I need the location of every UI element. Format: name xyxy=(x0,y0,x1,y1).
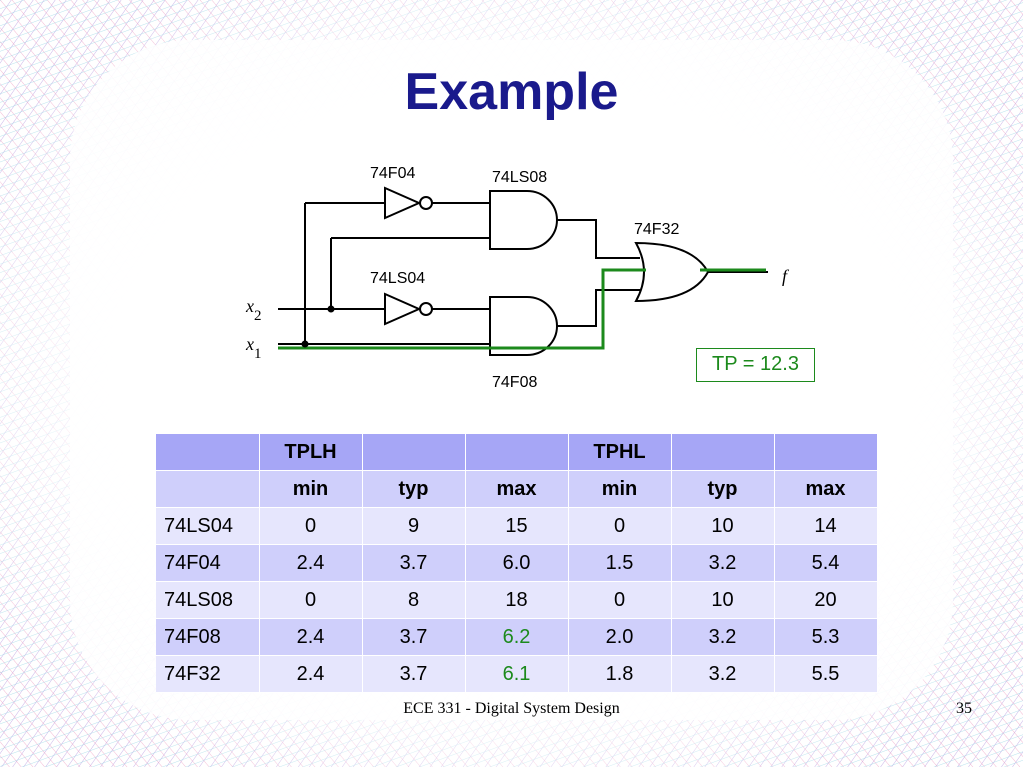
table-cell: 5.3 xyxy=(774,618,878,656)
gate-delay-table: TPLH TPHL min typ max min typ max 74LS04… xyxy=(156,434,878,693)
table-cell: 0 xyxy=(259,581,363,619)
and-gate-bottom xyxy=(489,296,558,356)
label-inv-top: 74F04 xyxy=(370,165,415,182)
wire-and-bottom-out xyxy=(557,289,640,327)
table-cell: 3.2 xyxy=(671,618,775,656)
table-header-cell: TPHL xyxy=(568,434,672,471)
table-row-label: 74F04 xyxy=(156,544,260,582)
table-cell: 0 xyxy=(568,581,672,619)
table-header-cell xyxy=(362,434,466,471)
table-cell: 1.5 xyxy=(568,544,672,582)
inverter-top xyxy=(384,186,422,220)
label-and-top: 74LS08 xyxy=(492,169,547,186)
table-header-row: TPLH TPHL xyxy=(156,434,878,471)
table-row: 74LS08 0 8 18 0 10 20 xyxy=(156,581,878,619)
table-cell: 14 xyxy=(774,507,878,545)
table-cell: 2.4 xyxy=(259,618,363,656)
table-header-cell: typ xyxy=(362,470,466,508)
slide-footer: ECE 331 - Digital System Design xyxy=(403,700,620,717)
or-gate xyxy=(634,241,710,303)
table-cell: 6.0 xyxy=(465,544,569,582)
inverter-bottom xyxy=(384,292,422,326)
table-row: 74F32 2.4 3.7 6.1 1.8 3.2 5.5 xyxy=(156,655,878,693)
output-label: f xyxy=(782,266,790,286)
table-header-cell xyxy=(156,470,260,508)
table-cell: 20 xyxy=(774,581,878,619)
table-header-cell: TPLH xyxy=(259,434,363,471)
propagation-delay-box: TP = 12.3 xyxy=(696,348,815,382)
table-cell: 1.8 xyxy=(568,655,672,693)
table-row-label: 74F08 xyxy=(156,618,260,656)
wire-and-top-out xyxy=(557,219,640,259)
table-cell: 3.7 xyxy=(362,544,466,582)
table-subheader-row: min typ max min typ max xyxy=(156,470,878,508)
table-cell: 9 xyxy=(362,507,466,545)
table-row-label: 74LS08 xyxy=(156,581,260,619)
table-cell: 10 xyxy=(671,581,775,619)
table-cell: 0 xyxy=(259,507,363,545)
page-number: 35 xyxy=(956,700,972,717)
table-header-cell: typ xyxy=(671,470,775,508)
table-cell: 10 xyxy=(671,507,775,545)
table-cell: 5.4 xyxy=(774,544,878,582)
slide-title: Example xyxy=(404,63,619,121)
junction-x1 xyxy=(301,340,309,348)
table-header-cell: min xyxy=(568,470,672,508)
table-cell: 2.4 xyxy=(259,544,363,582)
and-gate-top xyxy=(489,190,558,250)
inverter-top-bubble xyxy=(419,196,433,210)
table-cell: 3.2 xyxy=(671,544,775,582)
table-row: 74F08 2.4 3.7 6.2 2.0 3.2 5.3 xyxy=(156,618,878,656)
inverter-bottom-bubble xyxy=(419,302,433,316)
table-cell: 3.7 xyxy=(362,655,466,693)
junction-x2 xyxy=(327,305,335,313)
input-x1-label: x1 xyxy=(245,334,262,362)
table-cell: 18 xyxy=(465,581,569,619)
label-and-bottom: 74F08 xyxy=(492,374,537,391)
table-header-cell: max xyxy=(774,470,878,508)
table-cell: 2.0 xyxy=(568,618,672,656)
table-cell-critical: 6.2 xyxy=(465,618,569,656)
table-cell-critical: 6.1 xyxy=(465,655,569,693)
table-header-cell: max xyxy=(465,470,569,508)
table-row: 74F04 2.4 3.7 6.0 1.5 3.2 5.4 xyxy=(156,544,878,582)
table-header-cell xyxy=(774,434,878,471)
table-cell: 8 xyxy=(362,581,466,619)
table-cell: 3.2 xyxy=(671,655,775,693)
table-row-label: 74F32 xyxy=(156,655,260,693)
critical-path-and-out xyxy=(490,268,646,350)
table-header-cell xyxy=(671,434,775,471)
input-x2-label: x2 xyxy=(245,296,262,324)
label-inv-bottom: 74LS04 xyxy=(370,270,425,287)
table-header-cell xyxy=(156,434,260,471)
table-cell: 2.4 xyxy=(259,655,363,693)
table-header-cell xyxy=(465,434,569,471)
table-row-label: 74LS04 xyxy=(156,507,260,545)
label-or-gate: 74F32 xyxy=(634,221,679,238)
table-header-cell: min xyxy=(259,470,363,508)
table-cell: 5.5 xyxy=(774,655,878,693)
table-cell: 15 xyxy=(465,507,569,545)
table-cell: 3.7 xyxy=(362,618,466,656)
table-cell: 0 xyxy=(568,507,672,545)
table-row: 74LS04 0 9 15 0 10 14 xyxy=(156,507,878,545)
